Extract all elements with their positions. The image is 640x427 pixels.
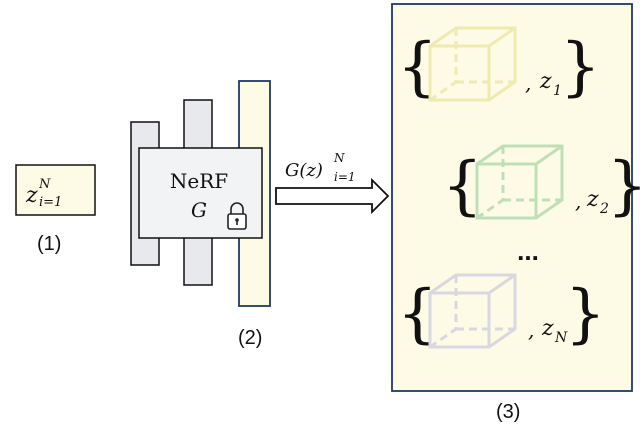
output-panel-group: { , z 1 } { , z 2 } ... xyxy=(391,3,640,423)
ellipsis: ... xyxy=(517,236,539,266)
latent-input-sup: N xyxy=(38,177,51,192)
latent-label-2: z xyxy=(586,187,599,212)
output-item-n: { , z N } xyxy=(397,273,606,351)
cube-icon-1 xyxy=(428,26,517,102)
output-panel-caption: (3) xyxy=(496,401,520,423)
right-brace-n: } xyxy=(565,277,606,351)
output-arrow-group: G(z) N i=1 xyxy=(275,151,390,215)
latent-label-1: z xyxy=(539,69,552,94)
latent-input-sub: i=1 xyxy=(39,195,62,210)
right-brace-1: } xyxy=(560,30,601,104)
latent-comma-n: , xyxy=(528,318,534,342)
latent-comma-1: , xyxy=(525,71,531,95)
latent-comma-2: , xyxy=(575,189,581,213)
generator-title: NeRF xyxy=(170,169,228,193)
generator-group: NeRF G (2) xyxy=(130,80,271,349)
output-panel xyxy=(391,3,633,392)
latent-index-2: 2 xyxy=(599,201,609,217)
latent-input-box xyxy=(15,164,96,216)
latent-input-caption: (1) xyxy=(37,233,61,255)
arrow-label-sup: N xyxy=(333,151,345,165)
left-brace-n: { xyxy=(397,277,438,351)
latent-index-1: 1 xyxy=(553,83,562,99)
output-arrow xyxy=(275,177,390,215)
lock-icon xyxy=(227,202,247,230)
arrow-label: G(z) xyxy=(285,160,323,181)
generator-caption: (2) xyxy=(238,327,262,349)
cube-icon-2 xyxy=(475,144,564,220)
cube-icon-n xyxy=(428,273,517,349)
left-brace-1: { xyxy=(397,30,438,104)
latent-input-group: z N i=1 (1) xyxy=(15,164,96,255)
output-item-1: { , z 1 } xyxy=(397,26,601,104)
generator-symbol: G xyxy=(191,198,207,222)
right-brace-2: } xyxy=(607,149,640,223)
arrow-label-sub: i=1 xyxy=(334,170,356,184)
latent-input-label: z xyxy=(25,183,38,208)
latent-label-n: z xyxy=(541,316,554,341)
latent-index-n: N xyxy=(554,330,568,346)
output-item-2: { , z 2 } xyxy=(442,144,640,223)
